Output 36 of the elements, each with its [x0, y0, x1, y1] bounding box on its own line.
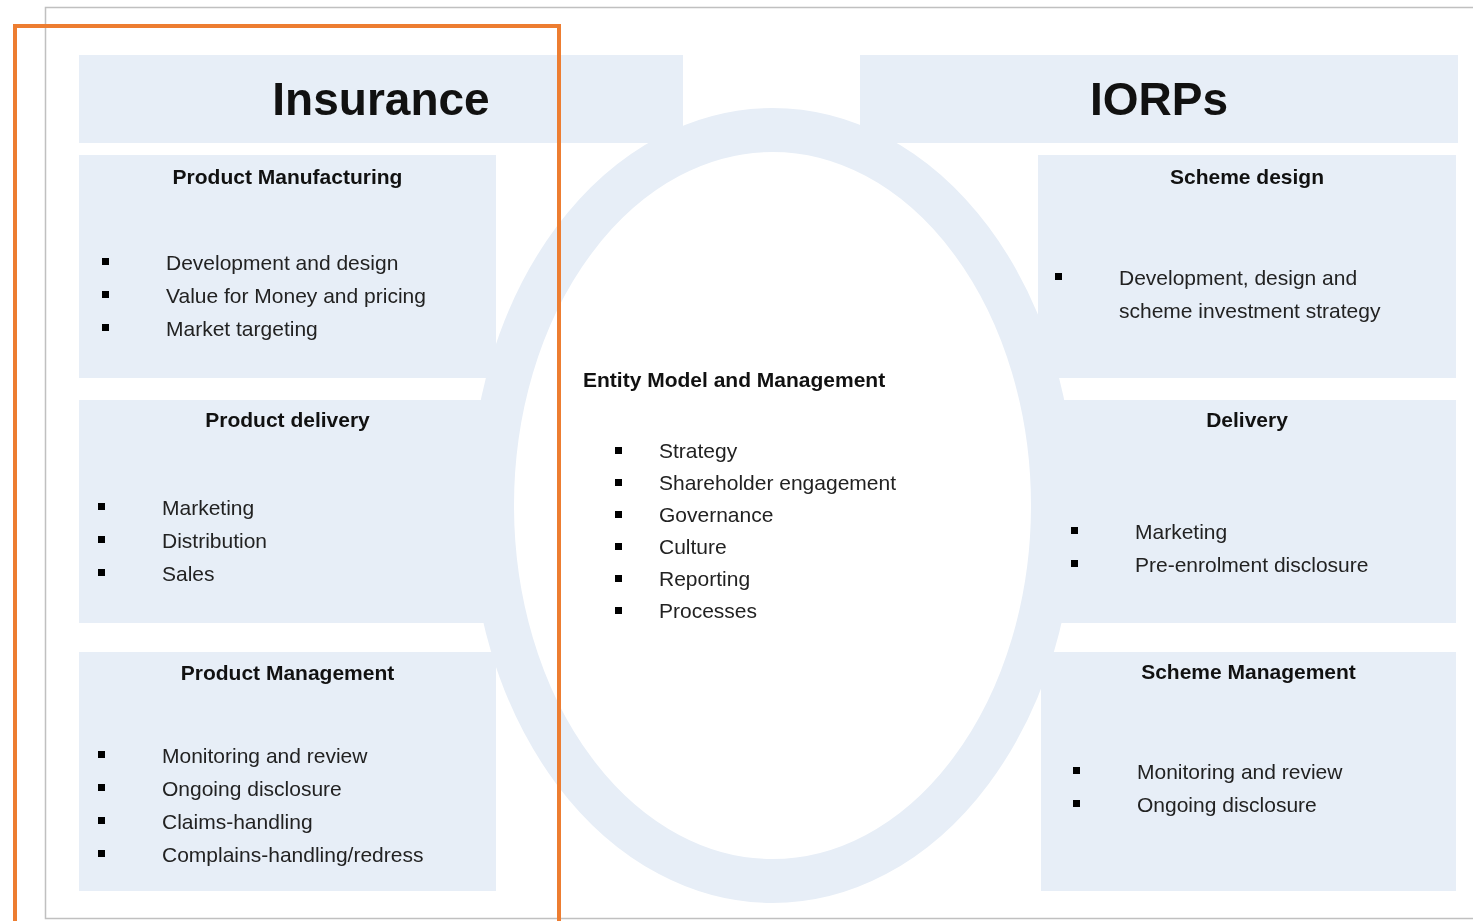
- section-heading: Entity Model and Management: [583, 367, 886, 393]
- bullet-item: Value for Money and pricing: [102, 279, 506, 312]
- section-box: [1041, 652, 1456, 891]
- bullet-item: Ongoing disclosure: [98, 772, 502, 805]
- bullet-item: Market targeting: [102, 312, 506, 345]
- bullet-item: Complains-handling/redress: [98, 838, 502, 871]
- bullet-item: Strategy: [615, 435, 979, 468]
- bullet-item: Sales: [98, 557, 502, 590]
- column-title: Insurance: [271, 72, 491, 127]
- bullet-item: Processes: [615, 595, 979, 628]
- bullet-item: Claims-handling: [98, 805, 502, 838]
- bullet-item: Ongoing disclosure: [1073, 788, 1447, 821]
- bullet-item: Governance: [615, 499, 979, 532]
- bullet-item: Marketing: [1071, 515, 1445, 548]
- bullet-item: Development, design and scheme investment strategy: [1055, 261, 1409, 327]
- section-box: [79, 155, 496, 378]
- section-heading: Product Management: [179, 660, 396, 686]
- section-heading: Product Manufacturing: [171, 164, 404, 190]
- section-heading: Product delivery: [204, 407, 371, 433]
- bullet-item: Reporting: [615, 563, 979, 596]
- bullet-item: Pre-enrolment disclosure: [1071, 548, 1445, 581]
- bullet-item: Development and design: [102, 246, 506, 279]
- section-heading: Scheme Management: [1140, 659, 1357, 685]
- bullet-item: Culture: [615, 531, 979, 564]
- bullet-item: Monitoring and review: [1073, 755, 1447, 788]
- header-band: [79, 55, 683, 143]
- bullet-item: Distribution: [98, 524, 502, 557]
- header-band: [860, 55, 1458, 143]
- section-heading: Delivery: [1205, 407, 1289, 433]
- bullet-item: Monitoring and review: [98, 739, 502, 772]
- bullet-item: Marketing: [98, 491, 502, 524]
- section-box: [79, 652, 496, 891]
- bullet-item: Shareholder engagement: [615, 467, 979, 500]
- column-title: IORPs: [1088, 72, 1229, 127]
- section-box: [1038, 155, 1456, 378]
- section-heading: Scheme design: [1168, 164, 1326, 190]
